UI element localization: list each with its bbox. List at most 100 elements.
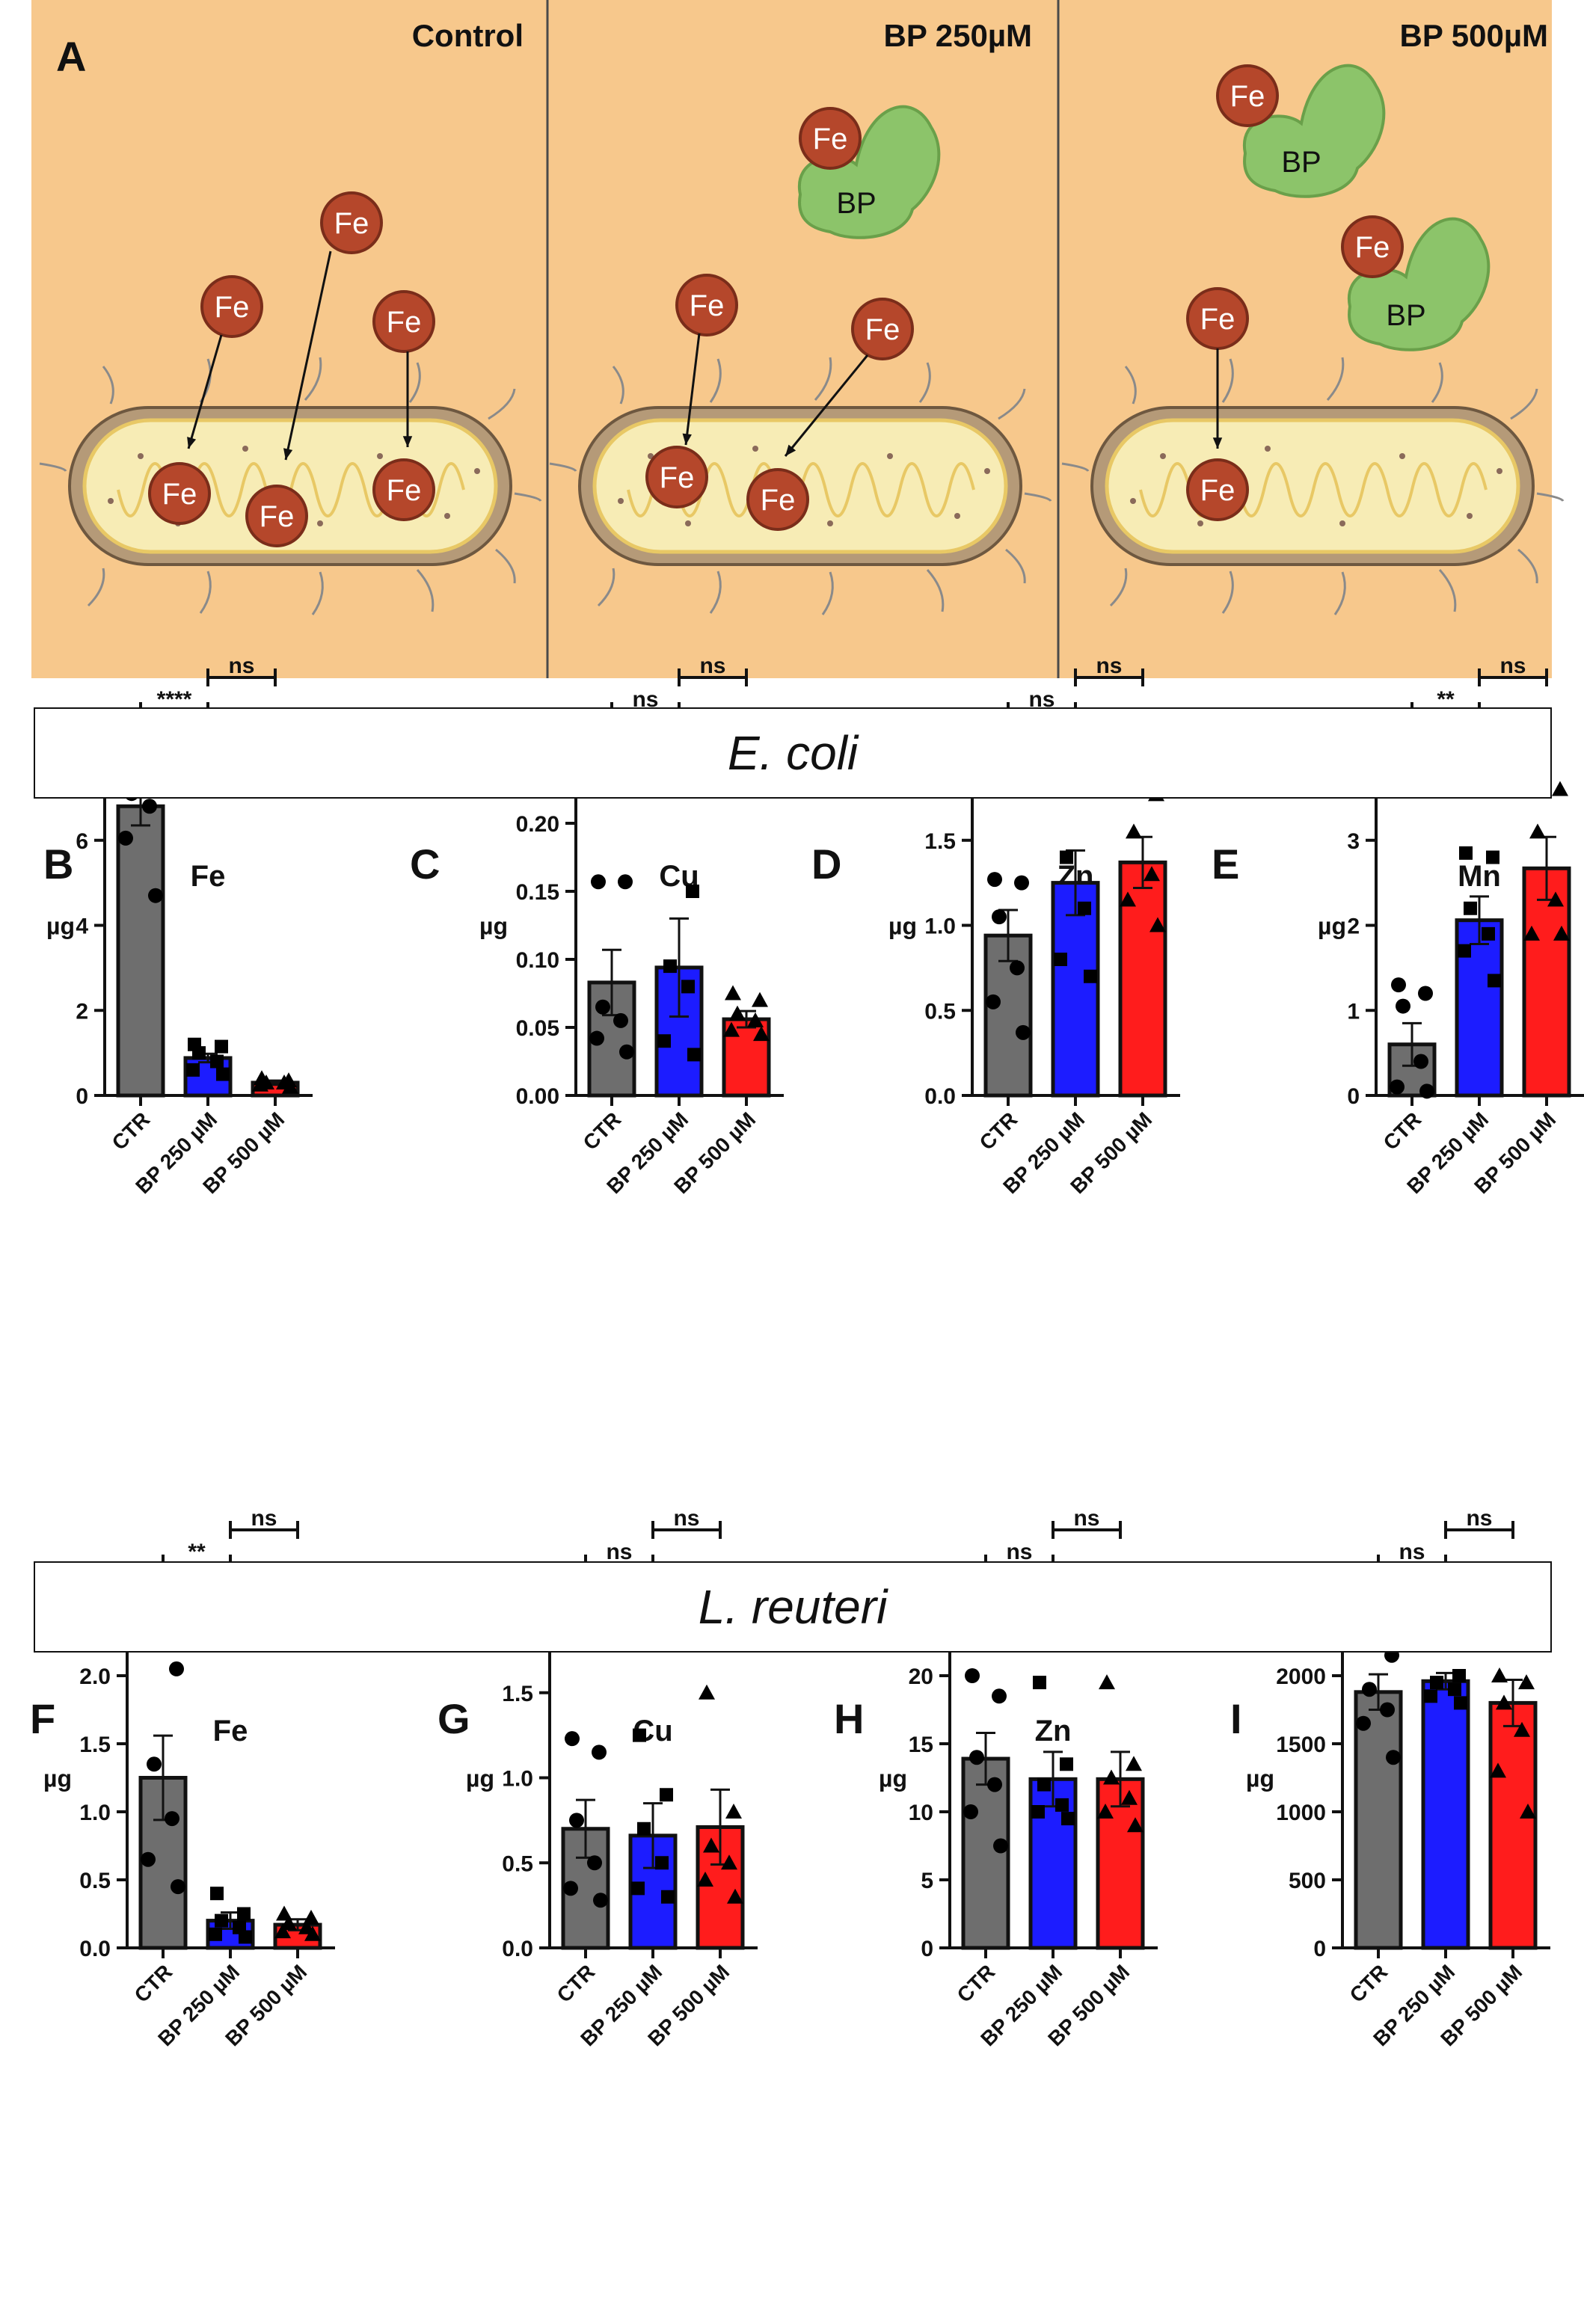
panel-title-bp250: BP 250µM <box>883 18 1032 53</box>
data-point <box>721 1854 737 1870</box>
fe-ion: Fe <box>372 458 435 521</box>
uptake-arrow <box>283 250 332 461</box>
data-point <box>274 1923 291 1939</box>
data-point <box>141 1851 156 1867</box>
y-tick-label: 0.20 <box>516 812 559 837</box>
bp-label: BP <box>836 187 876 220</box>
y-tick-label: 0 <box>76 1084 88 1109</box>
data-point <box>1464 901 1477 915</box>
fe-ion-circle <box>148 462 211 525</box>
data-point <box>1084 969 1097 983</box>
data-point <box>1149 917 1166 932</box>
y-tick-label: 0 <box>921 1937 933 1961</box>
y-tick-label: 2.0 <box>79 1664 111 1689</box>
granule <box>1197 520 1203 526</box>
granule <box>618 498 624 504</box>
fe-ion-circle <box>851 298 914 360</box>
y-tick-label: 1500 <box>1276 1733 1326 1757</box>
flagellum <box>1024 492 1052 502</box>
data-point <box>619 1044 634 1060</box>
data-point <box>1126 823 1142 839</box>
granule <box>1130 498 1136 504</box>
data-point <box>1486 850 1499 864</box>
fe-ion-label: Fe <box>1200 303 1235 336</box>
data-point <box>1362 1682 1377 1697</box>
data-point <box>169 1661 184 1676</box>
data-point <box>1099 1674 1115 1690</box>
flagellum <box>1061 462 1090 472</box>
data-point <box>1488 974 1501 988</box>
data-point <box>1014 875 1029 891</box>
y-tick-label: 0.15 <box>516 880 559 905</box>
data-point <box>209 1927 222 1941</box>
data-point <box>1144 866 1160 882</box>
flagellum <box>1431 362 1443 403</box>
data-point <box>986 994 1001 1009</box>
data-point <box>142 799 157 814</box>
data-point <box>703 1837 719 1853</box>
significance-label: ** <box>188 1540 206 1564</box>
data-point <box>969 1750 984 1765</box>
y-tick-label: 0.5 <box>502 1851 533 1876</box>
significance-label: ns <box>228 654 254 678</box>
y-tick-label: 10 <box>909 1801 933 1825</box>
y-axis-label: µg <box>1318 913 1346 940</box>
bar <box>983 933 1033 1098</box>
arrow-head <box>187 437 197 449</box>
granule <box>1496 468 1502 474</box>
data-point <box>593 1893 608 1908</box>
arrow-head <box>1212 437 1223 449</box>
data-point <box>1491 1667 1508 1682</box>
flagellum <box>926 569 945 612</box>
y-tick-label: 0.05 <box>516 1016 559 1041</box>
flagellum <box>549 462 577 472</box>
data-point <box>1010 960 1025 976</box>
y-axis-label: µg <box>479 913 508 940</box>
data-point <box>1413 1054 1428 1069</box>
fe-ion-circle <box>1186 458 1249 521</box>
data-point <box>569 1813 584 1828</box>
data-point <box>282 1078 298 1094</box>
data-point <box>655 1856 669 1870</box>
data-point <box>992 1688 1007 1704</box>
data-point <box>171 1879 185 1895</box>
data-point <box>965 1668 980 1683</box>
y-tick-label: 1.5 <box>502 1682 533 1706</box>
panel-letter: G <box>438 1695 470 1742</box>
arrow-head <box>402 436 413 447</box>
granule <box>242 446 248 452</box>
bar <box>1354 1690 1403 1950</box>
data-point <box>1496 1694 1512 1710</box>
granule <box>887 453 893 459</box>
granule <box>138 453 144 459</box>
data-point <box>1391 977 1406 993</box>
flagellum <box>102 366 114 405</box>
significance-bracket: ns <box>1478 654 1548 686</box>
significance-bracket: ns <box>1444 1506 1514 1539</box>
fe-ion: Fe <box>148 462 211 525</box>
significance-label: ** <box>1437 687 1455 712</box>
y-tick-label: 20 <box>909 1664 933 1689</box>
data-point <box>304 1925 321 1941</box>
chart-title: Zn <box>1035 1715 1072 1747</box>
panel-letter: F <box>30 1695 55 1742</box>
y-tick-label: 2 <box>1347 914 1360 939</box>
cell-cytoplasm <box>1105 418 1520 554</box>
flagellum <box>1221 571 1234 614</box>
fe-ion-circle <box>1341 215 1404 278</box>
data-point <box>1121 1789 1138 1805</box>
fe-ion: Fe <box>320 191 383 254</box>
uptake-arrow <box>1212 348 1223 449</box>
flagellum <box>1438 569 1457 612</box>
granule <box>984 468 990 474</box>
fe-ion-circle <box>645 446 708 508</box>
data-point <box>1430 1676 1443 1690</box>
arrow-line <box>684 333 701 446</box>
y-tick-label: 1.5 <box>79 1733 111 1757</box>
flagellum <box>814 357 832 401</box>
data-point <box>1490 1762 1506 1778</box>
data-point <box>663 959 677 974</box>
significance-bracket: ns <box>1074 654 1144 686</box>
data-point <box>987 1777 1002 1792</box>
